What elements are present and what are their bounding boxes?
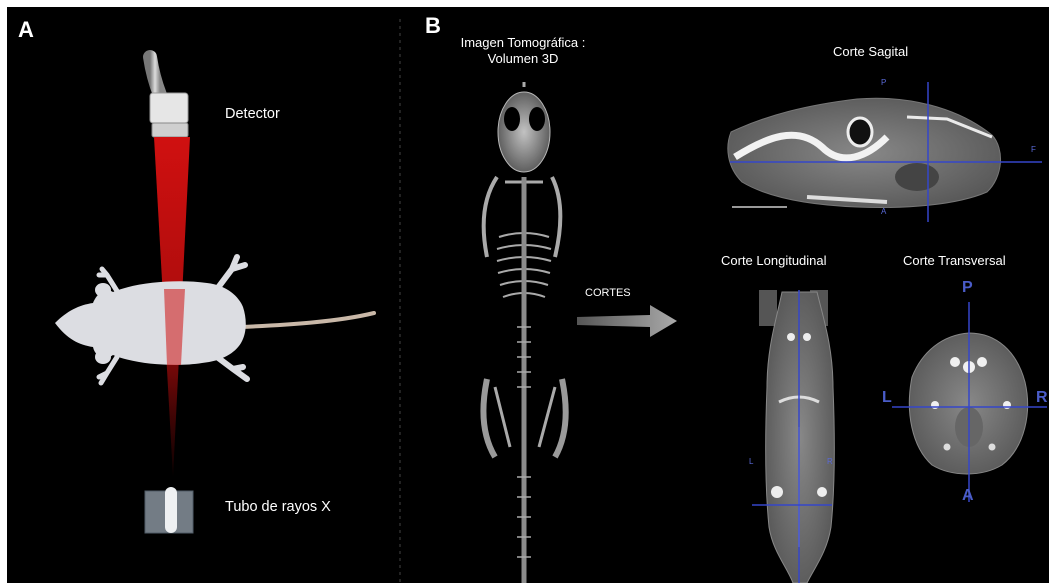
tube-label: Tubo de rayos X xyxy=(225,499,331,515)
transversal-marker-bottom: A xyxy=(962,487,974,505)
transversal-title: Corte Transversal xyxy=(903,253,1006,268)
skeleton-3d-volume xyxy=(483,82,565,583)
figure-graphics xyxy=(7,7,1049,583)
sagittal-marker-bottom: A xyxy=(881,207,886,216)
volume-title: Imagen Tomográfica : Volumen 3D xyxy=(447,35,599,67)
detector-label: Detector xyxy=(225,106,280,122)
detector-head xyxy=(152,123,188,137)
mouse-ear-bottom xyxy=(95,350,111,364)
mouse-hind-leg-top xyxy=(217,257,245,289)
mouse-body xyxy=(55,281,246,365)
panel-a-letter: A xyxy=(18,17,34,43)
ct-longitudinal-slice xyxy=(752,290,834,583)
mouse-silhouette xyxy=(55,257,374,383)
cortes-arrow xyxy=(577,305,677,337)
mouse-hind-leg-bottom xyxy=(217,357,247,379)
transversal-marker-left: L xyxy=(882,389,892,407)
sagittal-title: Corte Sagital xyxy=(833,44,908,59)
ct-transversal-slice xyxy=(892,302,1047,502)
skull xyxy=(498,92,550,172)
detector-body xyxy=(150,93,188,123)
longitudinal-marker-right: R xyxy=(827,457,833,466)
xray-tube-glass xyxy=(165,487,177,533)
panel-b-letter: B xyxy=(425,13,441,39)
transversal-marker-right: R xyxy=(1036,389,1048,407)
ct-sagittal-slice xyxy=(728,82,1042,222)
longitudinal-title: Corte Longitudinal xyxy=(721,253,827,268)
sagittal-marker-right: F xyxy=(1031,145,1036,154)
longitudinal-marker-left: L xyxy=(749,457,753,466)
sagittal-marker-top: P xyxy=(881,78,886,87)
cortes-label: CORTES xyxy=(585,287,631,299)
figure-canvas: A Detector Tubo de rayos X B Imagen Tomo… xyxy=(7,7,1049,583)
mouse-ear-top xyxy=(95,283,111,297)
detector-cable xyxy=(150,57,160,95)
mouse-tail xyxy=(240,313,374,327)
transversal-marker-top: P xyxy=(962,279,973,297)
